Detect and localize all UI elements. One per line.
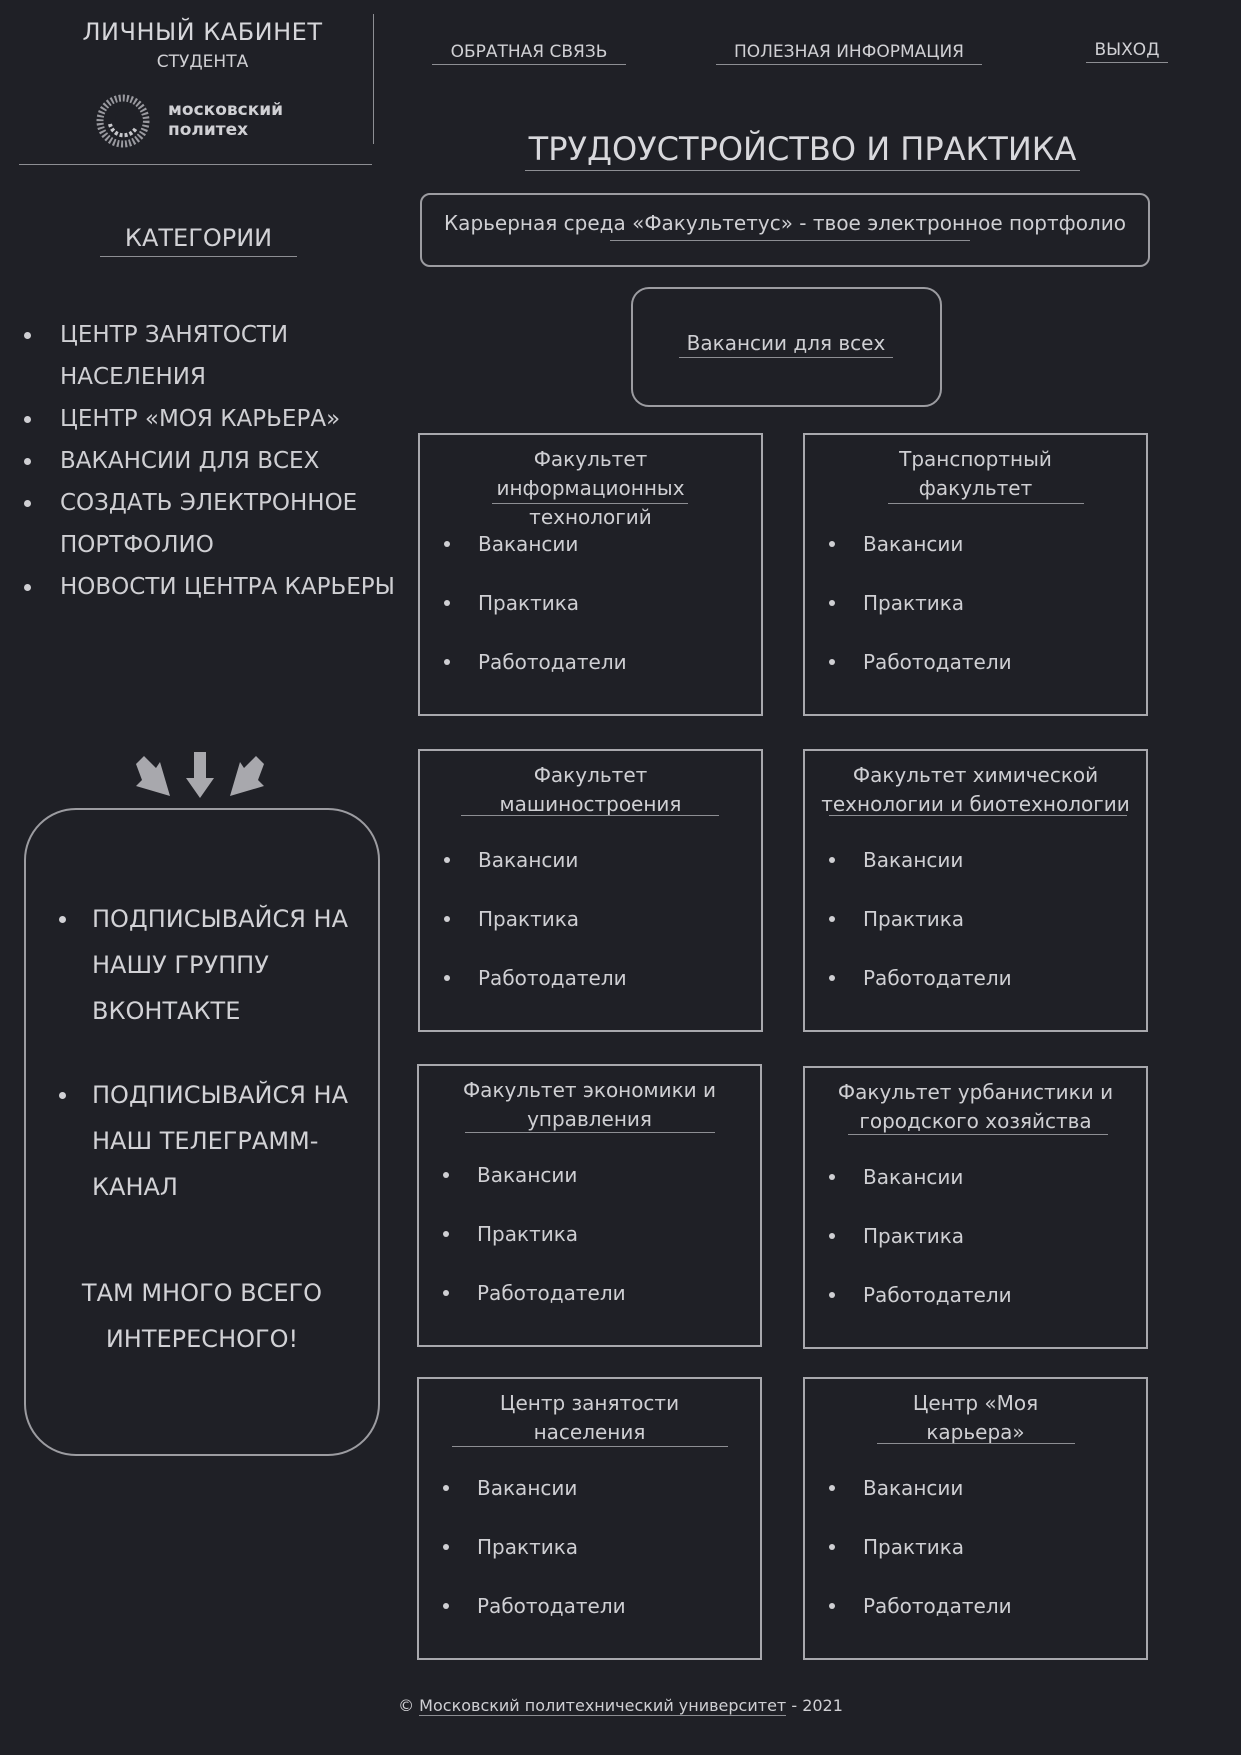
career-link-underline [610,240,970,241]
category-career-news[interactable]: НОВОСТИ ЦЕНТРА КАРЬЕРЫ [24,566,400,608]
category-employment-center[interactable]: ЦЕНТР ЗАНЯТОСТИ НАСЕЛЕНИЯ [24,314,400,398]
sidebar-divider [19,164,372,165]
card-title-underline [465,1132,715,1133]
card-employment-center: Центр занятости населения Вакансии Практ… [417,1377,762,1660]
card-title-underline [452,1446,728,1447]
card-title-underline [877,1443,1075,1444]
employers-link[interactable]: Работодатели [444,964,627,1023]
subscribe-box: ПОДПИСЫВАЙСЯ НА НАШУ ГРУППУ ВКОНТАКТЕ ПО… [24,808,380,1456]
card-links: Вакансии Практика Работодатели [825,1163,1012,1340]
career-portfolio-link[interactable]: Карьерная среда «Факультетус» - твое эле… [443,211,1127,235]
vacancies-link[interactable]: Вакансии [829,1163,1012,1222]
logo-line-2: политех [168,120,249,140]
header-divider-vertical [373,14,374,144]
vacancies-link[interactable]: Вакансии [443,1161,626,1220]
subscribe-telegram-link[interactable]: ПОДПИСЫВАЙСЯ НА НАШ ТЕЛЕГРАММ-КАНАЛ [59,1072,392,1210]
university-link[interactable]: Московский политехнический университет [419,1696,787,1716]
nav-logout-link[interactable]: ВЫХОД [1086,40,1168,63]
arrows-down-icon [136,752,264,798]
card-title-underline [461,815,719,816]
vacancies-all-link[interactable]: Вакансии для всех [679,331,893,358]
categories-list: ЦЕНТР ЗАНЯТОСТИ НАСЕЛЕНИЯ ЦЕНТР «МОЯ КАР… [20,314,400,608]
card-title: Центр «Моя карьера» [912,1391,1039,1444]
practice-link[interactable]: Практика [444,589,627,648]
practice-link[interactable]: Практика [829,905,1012,964]
card-transport-faculty: Транспортный факультет Вакансии Практика… [803,433,1148,716]
card-title: Факультет химической технологии и биотех… [821,763,1130,816]
card-links: Вакансии Практика Работодатели [440,530,627,707]
card-it-faculty: Факультет информационных технологий Вака… [418,433,763,716]
vacancies-link[interactable]: Вакансии [444,846,627,905]
card-chem-bio-faculty: Факультет химической технологии и биотех… [803,749,1148,1032]
category-my-career[interactable]: ЦЕНТР «МОЯ КАРЬЕРА» [24,398,400,440]
card-economics-faculty: Факультет экономики и управления Ваканси… [417,1064,762,1347]
logo-swirl-icon [96,94,150,148]
mospolytech-logo[interactable]: московский политех [96,94,296,150]
cabinet-subtitle: СТУДЕНТА [156,52,249,72]
card-links: Вакансии Практика Работодатели [825,846,1012,1023]
employers-link[interactable]: Работодатели [829,1592,1012,1651]
vacancies-all-box[interactable]: Вакансии для всех [631,287,942,407]
card-title-underline [492,503,688,504]
card-title: Факультет урбанистики и городского хозяй… [837,1080,1114,1133]
card-urban-faculty: Факультет урбанистики и городского хозяй… [803,1066,1148,1349]
employers-link[interactable]: Работодатели [443,1279,626,1338]
card-title: Факультет машиностроения [499,763,682,816]
card-title-underline [829,815,1127,816]
practice-link[interactable]: Практика [444,905,627,964]
card-links: Вакансии Практика Работодатели [440,846,627,1023]
practice-link[interactable]: Практика [829,589,1012,648]
practice-link[interactable]: Практика [443,1220,626,1279]
card-title: Центр занятости населения [499,1391,680,1444]
subscribe-vk-link[interactable]: ПОДПИСЫВАЙСЯ НА НАШУ ГРУППУ ВКОНТАКТЕ [59,896,392,1034]
category-vacancies-all[interactable]: ВАКАНСИИ ДЛЯ ВСЕХ [24,440,400,482]
card-title: Факультет информационных технологий [496,447,685,529]
logo-line-1: московский [168,100,284,120]
card-links: Вакансии Практика Работодатели [825,530,1012,707]
career-portfolio-box[interactable]: Карьерная среда «Факультетус» - твое эле… [420,193,1150,267]
subscribe-note: ТАМ МНОГО ВСЕГО ИНТЕРЕСНОГО! [81,1279,323,1353]
card-my-career-center: Центр «Моя карьера» Вакансии Практика Ра… [803,1377,1148,1660]
card-links: Вакансии Практика Работодатели [825,1474,1012,1651]
employers-link[interactable]: Работодатели [829,648,1012,707]
category-create-portfolio[interactable]: СОЗДАТЬ ЭЛЕКТРОННОЕ ПОРТФОЛИО [24,482,400,566]
employers-link[interactable]: Работодатели [829,964,1012,1023]
vacancies-link[interactable]: Вакансии [444,530,627,589]
practice-link[interactable]: Практика [829,1533,1012,1592]
vacancies-link[interactable]: Вакансии [443,1474,626,1533]
cabinet-title: ЛИЧНЫЙ КАБИНЕТ [82,18,323,46]
practice-link[interactable]: Практика [829,1222,1012,1281]
card-title: Факультет экономики и управления [462,1078,717,1131]
copyright-symbol: © [398,1696,415,1715]
subscribe-list: ПОДПИСЫВАЙСЯ НА НАШУ ГРУППУ ВКОНТАКТЕ ПО… [54,896,392,1248]
footer: © Московский политехнический университет… [0,1696,1241,1716]
vacancies-link[interactable]: Вакансии [829,1474,1012,1533]
footer-year: - 2021 [791,1696,843,1715]
card-links: Вакансии Практика Работодатели [439,1161,626,1338]
nav-feedback-link[interactable]: ОБРАТНАЯ СВЯЗЬ [432,42,626,65]
card-title-underline [848,1134,1108,1135]
page-title: ТРУДОУСТРОЙСТВО И ПРАКТИКА [525,130,1080,171]
employers-link[interactable]: Работодатели [829,1281,1012,1340]
employers-link[interactable]: Работодатели [443,1592,626,1651]
employers-link[interactable]: Работодатели [444,648,627,707]
nav-useful-info-link[interactable]: ПОЛЕЗНАЯ ИНФОРМАЦИЯ [716,42,982,65]
vacancies-link[interactable]: Вакансии [829,530,1012,589]
card-mechanical-faculty: Факультет машиностроения Вакансии Практи… [418,749,763,1032]
categories-title: КАТЕГОРИИ [100,224,297,257]
card-links: Вакансии Практика Работодатели [439,1474,626,1651]
card-title-underline [888,503,1084,504]
practice-link[interactable]: Практика [443,1533,626,1592]
vacancies-link[interactable]: Вакансии [829,846,1012,905]
card-title: Транспортный факультет [899,447,1052,500]
